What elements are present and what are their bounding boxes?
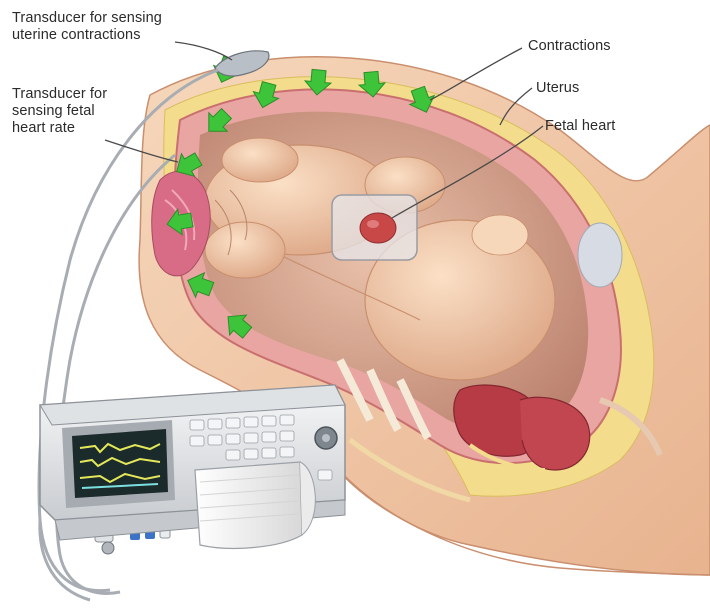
label-uterine-transducer: Transducer for sensing uterine contracti…: [12, 10, 162, 44]
printer-paper: [195, 462, 315, 548]
label-contractions: Contractions: [528, 38, 611, 55]
fetal-heart-highlight: [332, 195, 417, 260]
fetal-heart: [360, 213, 396, 243]
label-fetal-heart-rate-transducer: Transducer for sensing fetal heart rate: [12, 86, 107, 137]
label-fetal-heart: Fetal heart: [545, 118, 615, 135]
label-uterus: Uterus: [536, 80, 579, 97]
